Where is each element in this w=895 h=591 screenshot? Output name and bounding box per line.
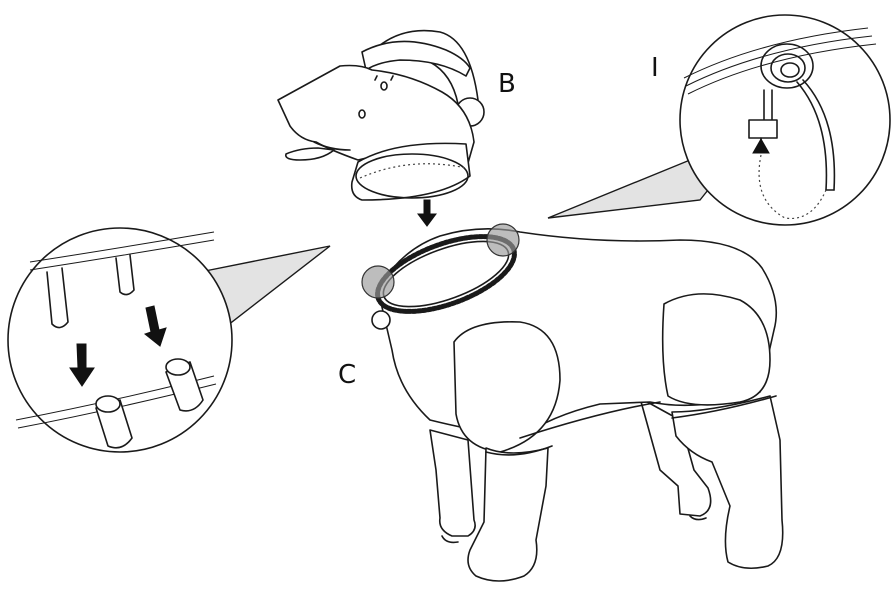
label-body-part: C (338, 360, 356, 390)
dog-body (378, 229, 783, 581)
dog-head-with-santa-hat (278, 31, 484, 200)
callout-tie-detail (548, 15, 890, 225)
down-arrow-icon (418, 200, 436, 226)
callout-peg-detail (8, 228, 330, 452)
label-head-part: B (498, 69, 516, 99)
label-tie-detail: I (651, 53, 659, 83)
